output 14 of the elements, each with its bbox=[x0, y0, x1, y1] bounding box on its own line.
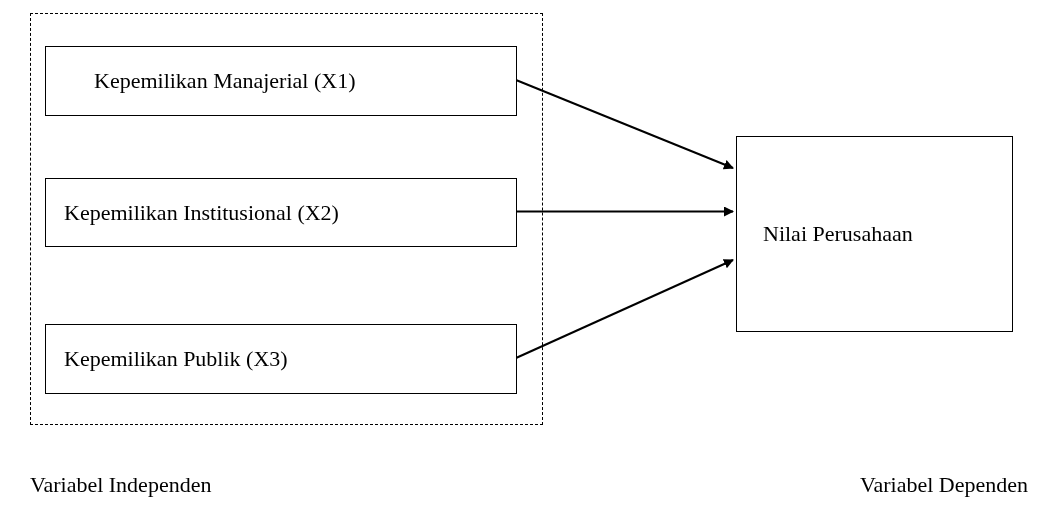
variable-box bbox=[45, 178, 517, 247]
variable-box bbox=[45, 324, 517, 394]
variable-name: Kepemilikan Publik (X3) bbox=[64, 346, 288, 372]
section-caption: Variabel Independen bbox=[30, 472, 212, 498]
variable-name: Nilai Perusahaan bbox=[763, 221, 913, 247]
variable-name: Kepemilikan Manajerial (X1) bbox=[94, 68, 356, 94]
arrow bbox=[515, 206, 734, 217]
variable-box bbox=[736, 136, 1013, 332]
section-caption: Variabel Dependen bbox=[860, 472, 1028, 498]
group-box bbox=[30, 13, 543, 425]
variable-box bbox=[45, 46, 517, 116]
arrow bbox=[515, 259, 734, 359]
variable-name: Kepemilikan Institusional (X2) bbox=[64, 199, 339, 226]
arrow bbox=[515, 79, 734, 170]
